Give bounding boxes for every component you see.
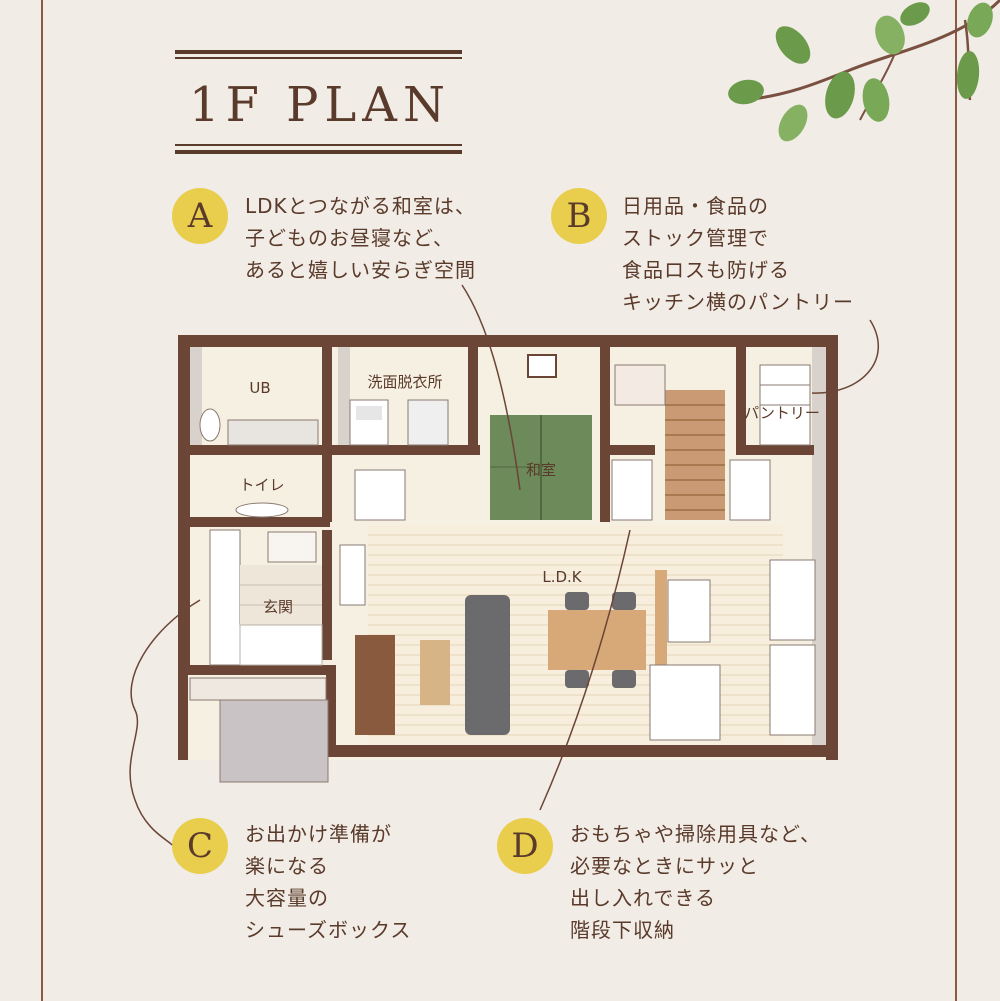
callout-b-badge: B — [551, 188, 607, 244]
room-label-pantry: パントリー — [744, 404, 820, 422]
left-border-line — [41, 0, 43, 1001]
callout-d-line: 必要なときにサッと — [570, 854, 759, 878]
room-label-washroom: 洗面脱衣所 — [367, 373, 442, 391]
title-rule-top-thin — [175, 57, 462, 59]
callout-a-line: LDKとつながる和室は、 — [245, 194, 476, 218]
leader-lines — [129, 284, 880, 846]
callout-b-text: 日用品・食品の ストック管理で 食品ロスも防げる キッチン横のパントリー — [622, 190, 854, 318]
callout-b-line: ストック管理で — [622, 226, 769, 250]
room-label-ub: UB — [249, 379, 270, 397]
callout-d-badge: D — [497, 818, 553, 874]
title-rule-bottom-thin — [175, 144, 462, 146]
callout-c-line: 楽になる — [245, 854, 329, 878]
bathtub — [199, 408, 319, 446]
callout-c-line: 大容量の — [245, 886, 329, 910]
page-title: 1F PLAN — [189, 77, 451, 133]
callout-c-text: お出かけ準備が 楽になる 大容量の シューズボックス — [245, 818, 411, 946]
callout-a-line: 子どものお昼寝など、 — [245, 226, 454, 250]
callout-d-line: おもちゃや掃除用具など、 — [570, 822, 821, 846]
genkan-area — [209, 529, 323, 666]
callout-a-text: LDKとつながる和室は、 子どものお昼寝など、 あると嬉しい安らぎ空間 — [245, 190, 476, 286]
shoe-box — [219, 699, 329, 783]
ldk-furniture — [339, 459, 816, 741]
title-rule-top — [175, 50, 462, 54]
callout-c-line: シューズボックス — [245, 918, 412, 942]
callout-b-line: 日用品・食品の — [622, 194, 769, 218]
callout-a-line: あると嬉しい安らぎ空間 — [245, 258, 476, 282]
callout-b-line: 食品ロスも防げる — [622, 258, 790, 282]
outer-walls — [178, 335, 838, 760]
callout-d-line: 階段下収納 — [570, 918, 675, 942]
washitsu-tatami — [490, 354, 592, 520]
pantry-shelves — [759, 364, 811, 446]
room-label-toilet: トイレ — [239, 476, 284, 494]
callout-c-badge: C — [172, 818, 228, 874]
callout-b-line: キッチン横のパントリー — [622, 290, 854, 314]
callout-a-badge: A — [172, 188, 228, 244]
room-label-genkan: 玄関 — [263, 598, 293, 616]
toilet-fixture — [235, 502, 289, 518]
title-rule-bottom — [175, 150, 462, 154]
washroom-fixtures — [349, 399, 449, 446]
callout-d-line: 出し入れできる — [570, 886, 716, 910]
room-label-washitsu: 和室 — [526, 461, 556, 479]
staircase — [614, 364, 725, 520]
callout-c-line: お出かけ準備が — [245, 822, 392, 846]
room-label-ldk: L.D.K — [542, 568, 582, 586]
right-border-line — [955, 0, 957, 1001]
inner-walls — [190, 347, 814, 660]
callout-d-text: おもちゃや掃除用具など、 必要なときにサッと 出し入れできる 階段下収納 — [570, 818, 821, 946]
